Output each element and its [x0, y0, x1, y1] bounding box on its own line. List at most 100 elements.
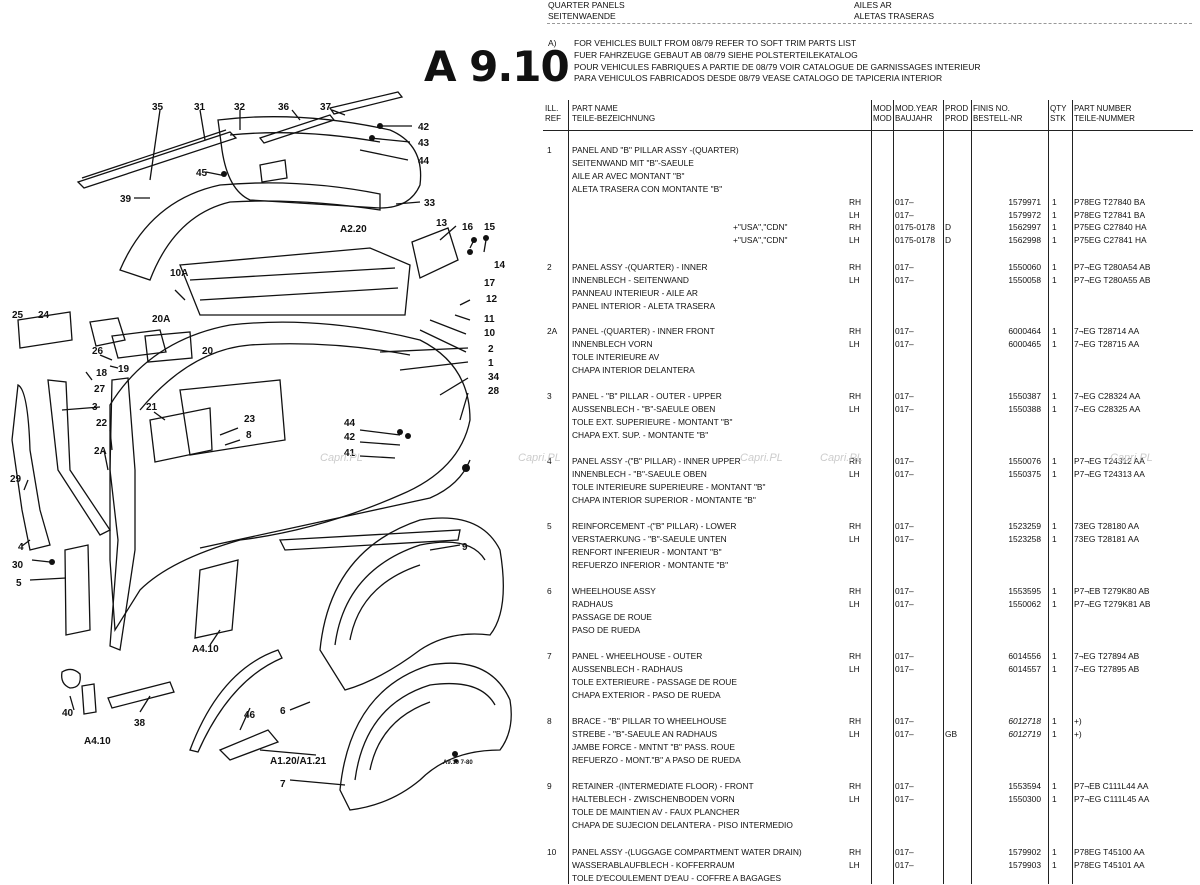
callout-label: 45 — [196, 168, 208, 179]
callout-label: 1 — [488, 358, 494, 369]
callout-label: 32 — [234, 102, 246, 113]
mod-year: 017– — [895, 847, 914, 857]
callout-label: 11 — [484, 314, 495, 325]
finis-number: 1579903 — [1008, 859, 1041, 870]
callout-label: 22 — [96, 418, 108, 429]
part-name-line: TOLE EXTERIEURE - PASSAGE DE ROUE — [572, 676, 737, 687]
part-number: P7¬EG T279K81 AB — [1074, 598, 1151, 609]
callout-label: 30 — [12, 560, 24, 571]
mod-year: 017– — [895, 533, 914, 544]
quantity: 1 — [1052, 274, 1057, 285]
part-name-line: PANEL - "B" PILLAR - OUTER - UPPER — [572, 391, 722, 401]
part-name-line: CHAPA DE SUJECION DELANTERA - PISO INTER… — [572, 819, 793, 830]
side: LH — [849, 533, 860, 544]
part-name-line: JAMBE FORCE - MNTNT "B" PASS. ROUE — [572, 741, 735, 752]
watermark: Capri.PL — [740, 452, 783, 464]
part-number: P7¬EB C111L44 AA — [1074, 781, 1149, 791]
side: LH — [849, 859, 860, 870]
callout-label: 42 — [344, 432, 356, 443]
part-number: 7¬EG T27895 AB — [1074, 663, 1140, 674]
part-name-line: CHAPA INTERIOR SUPERIOR - MONTANTE "B" — [572, 494, 756, 505]
quantity: 1 — [1052, 235, 1057, 246]
mod-year: 017– — [895, 196, 914, 207]
col-header-finis-no: FINIS NO.BESTELL-NR — [973, 104, 1023, 123]
part-name-line: PANNEAU INTERIEUR - AILE AR — [572, 287, 698, 298]
mod-year: 017– — [895, 274, 914, 285]
finis-number: 1523259 — [1008, 521, 1041, 531]
quantity: 1 — [1052, 262, 1057, 272]
column-rule — [568, 100, 569, 884]
side: RH — [849, 326, 862, 336]
part-number: P78EG T45101 AA — [1074, 859, 1145, 870]
part-name-line: PANEL INTERIOR - ALETA TRASERA — [572, 300, 716, 311]
callout-label: 16 — [462, 222, 474, 233]
finis-number: 1550060 — [1008, 262, 1041, 272]
part-name-line: BRACE - "B" PILLAR TO WHEELHOUSE — [572, 716, 727, 726]
side: LH — [849, 793, 860, 804]
col-header-ill-ref: ILL.REF — [545, 104, 561, 123]
callout-label: 44 — [418, 156, 430, 167]
callout-label: 31 — [194, 102, 206, 113]
part-name-line: TOLE DE MAINTIEN AV - FAUX PLANCHER — [572, 806, 740, 817]
callout-label: A4.10 — [192, 644, 219, 655]
ill-ref: 1 — [547, 145, 552, 155]
side: RH — [849, 262, 862, 272]
callout-label: 5 — [16, 578, 22, 589]
part-name-line: RETAINER -(INTERMEDIATE FLOOR) - FRONT — [572, 781, 754, 791]
callout-label: 10 — [484, 328, 496, 339]
header-divider — [547, 23, 1192, 24]
side: LH — [849, 209, 860, 220]
variant-note: +"USA","CDN" — [733, 235, 788, 246]
note-line: PARA VEHICULOS FABRICADOS DESDE 08/79 VE… — [574, 73, 943, 84]
side: RH — [849, 651, 862, 661]
quantity: 1 — [1052, 586, 1057, 596]
callout-label: 4 — [18, 542, 24, 553]
side: LH — [849, 728, 860, 739]
part-name-line: STREBE - "B"-SAEULE AN RADHAUS — [572, 728, 718, 739]
callout-label: A4.10 — [84, 736, 111, 747]
part-name-line: PASO DE RUEDA — [572, 624, 641, 635]
part-name-line: INNENBLECH VORN — [572, 338, 653, 349]
mod-year: 017– — [895, 586, 914, 596]
note-line: FUER FAHRZEUGE GEBAUT AB 08/79 SIEHE POL… — [574, 49, 858, 60]
callout-label: 20 — [202, 346, 214, 357]
finis-number: 1553595 — [1008, 586, 1041, 596]
part-name-line: RENFORT INFERIEUR - MONTANT "B" — [572, 546, 722, 557]
quantity: 1 — [1052, 533, 1057, 544]
side: RH — [849, 196, 862, 207]
part-name-line: HALTEBLECH - ZWISCHENBODEN VORN — [572, 793, 735, 804]
quantity: 1 — [1052, 209, 1057, 220]
finis-number: 1550388 — [1008, 403, 1041, 414]
quantity: 1 — [1052, 716, 1057, 726]
part-number: P7¬EB T279K80 AB — [1074, 586, 1150, 596]
side: LH — [849, 598, 860, 609]
ill-ref: 3 — [547, 391, 552, 401]
mod-year: 017– — [895, 521, 914, 531]
section-title-en: QUARTER PANELS — [548, 0, 625, 10]
finis-number: 1579972 — [1008, 209, 1041, 220]
side: LH — [849, 663, 860, 674]
quantity: 1 — [1052, 663, 1057, 674]
side: LH — [849, 468, 860, 479]
callout-label: 20A — [152, 314, 170, 325]
column-rule — [971, 100, 972, 884]
section-title-fr: AILES AR — [854, 0, 892, 10]
callout-label: 34 — [488, 372, 500, 383]
mod-year: 017– — [895, 793, 914, 804]
callout-label: 25 — [12, 310, 24, 321]
part-number: 7¬EG C28324 AA — [1074, 391, 1141, 401]
notes-label: A) — [548, 38, 557, 48]
part-name-line: PANEL -(QUARTER) - INNER FRONT — [572, 326, 715, 336]
finis-number: 1550062 — [1008, 598, 1041, 609]
callout-label: 26 — [92, 346, 104, 357]
part-number: P75EG C27840 HA — [1074, 222, 1147, 233]
side: RH — [849, 781, 862, 791]
finis-number: 6012719 — [1008, 728, 1041, 739]
part-name-line: WHEELHOUSE ASSY — [572, 586, 656, 596]
quantity: 1 — [1052, 468, 1057, 479]
part-name-line: INNENBLECH - "B"-SAEULE OBEN — [572, 468, 707, 479]
